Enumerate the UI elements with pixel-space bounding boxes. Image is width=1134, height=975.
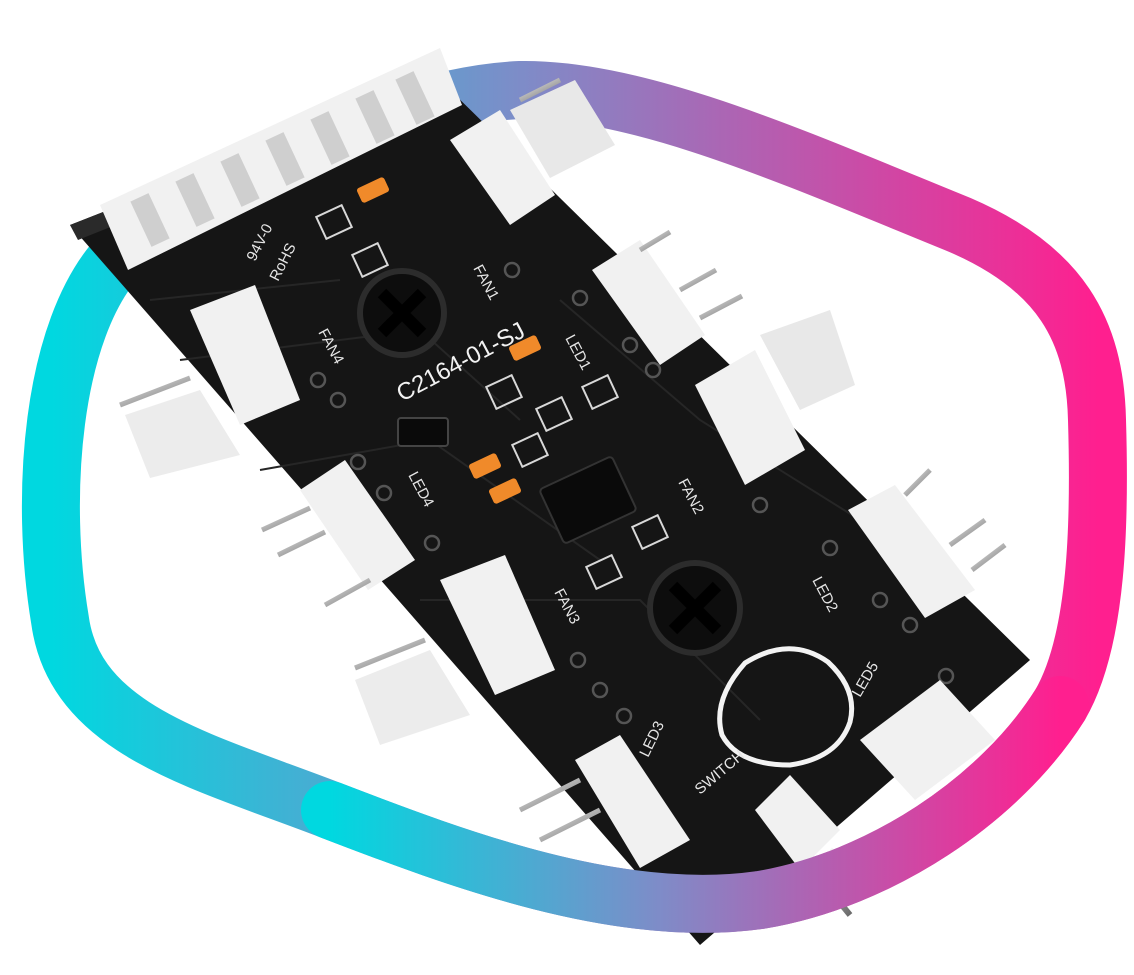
led4-header [260,460,415,608]
through-hole-pads [309,261,955,725]
led3-header [518,735,690,868]
fan1-connector [450,77,615,225]
fan3-connector [354,555,555,745]
led2-header [848,468,1007,618]
fan2-connector [695,310,855,485]
smd-components [314,177,670,591]
gradient-ring-front [301,676,1089,933]
screw-bottom [647,560,743,656]
power-header-connector [100,48,462,270]
screw-top [357,268,447,358]
hexagon-outline [717,646,855,768]
led1-header [592,229,744,365]
fan4-connector [119,285,300,478]
